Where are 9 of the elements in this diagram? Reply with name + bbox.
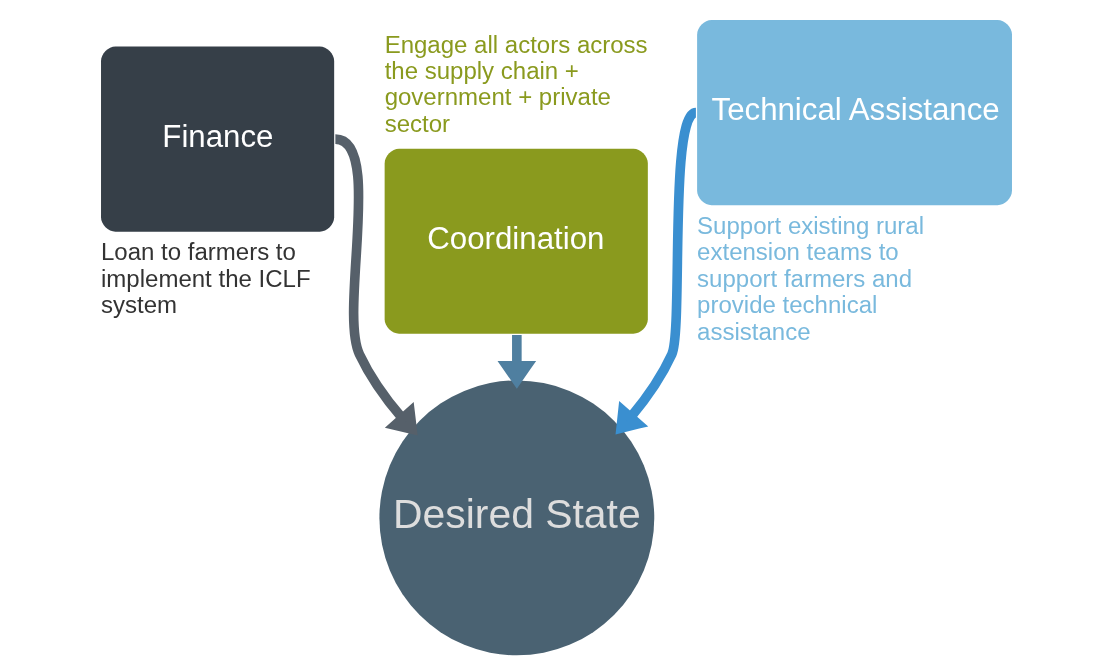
node-label: Loan to farmers to implement the ICLF system — [100, 238, 311, 319]
node-box: Technical Assistance — [696, 20, 1012, 206]
node-box: Coordination — [384, 148, 648, 334]
node-label: Support existing rural extension teams to support farmers and provide technical assistance — [696, 212, 924, 345]
arrow — [497, 335, 536, 389]
arrow — [615, 108, 699, 435]
node-label: Engage all actors across the supply chain + government + private sector — [384, 30, 648, 137]
node-box: Finance — [100, 46, 334, 232]
node-circle: Desired State — [378, 380, 654, 656]
